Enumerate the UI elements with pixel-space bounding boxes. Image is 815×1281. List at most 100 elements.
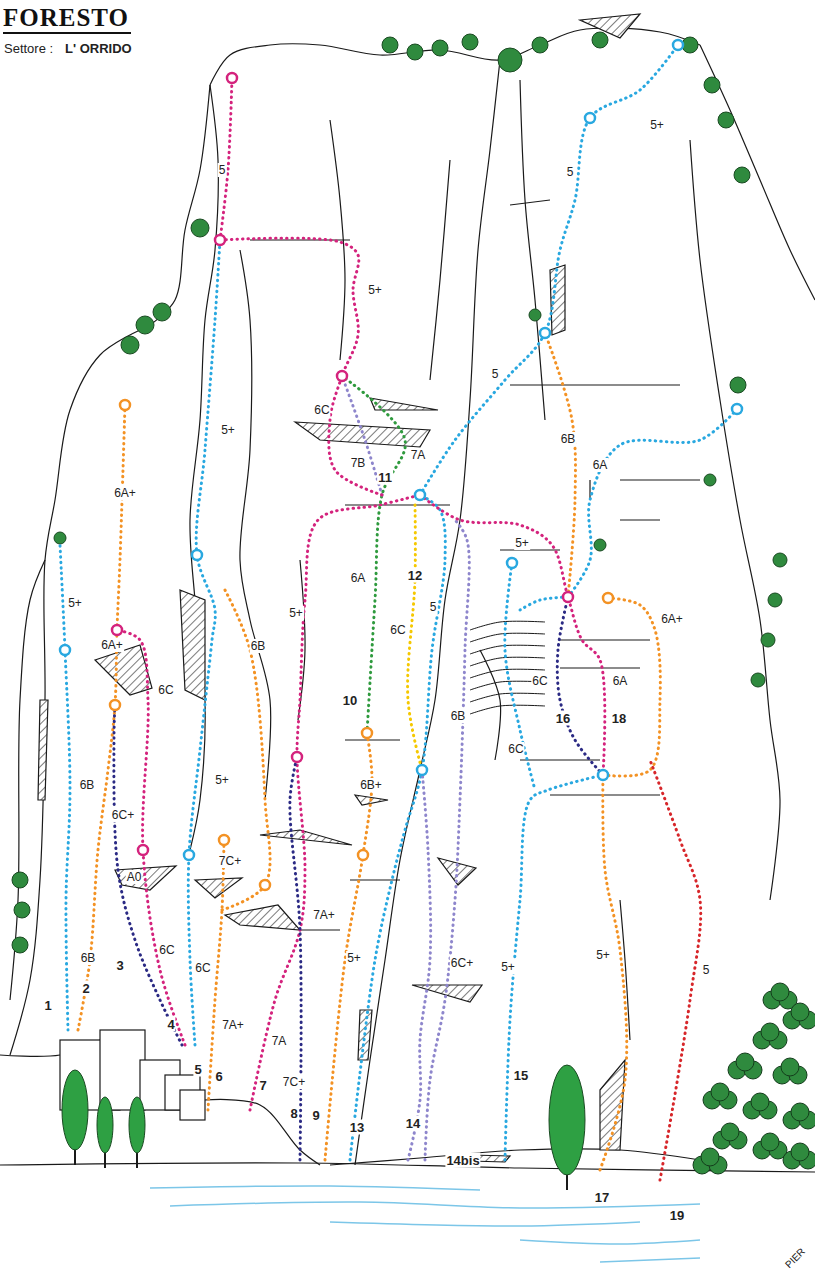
route-number: 6: [214, 1069, 223, 1084]
route-line: [557, 597, 603, 775]
sector-label: Settore :: [3, 41, 54, 56]
tree: [594, 539, 606, 551]
grade-label: 6A+: [660, 612, 684, 626]
slab-line: [470, 705, 545, 714]
tree: [498, 48, 522, 72]
grade-label: 6A+: [100, 638, 124, 652]
route-number: 5: [193, 1062, 202, 1077]
tree: [432, 40, 448, 56]
belay-station: [540, 328, 550, 338]
cliff-outline: [520, 80, 545, 420]
grade-label: 7A: [410, 448, 427, 462]
bush: [791, 1103, 809, 1121]
cliff-outline: [480, 650, 501, 760]
tree: [761, 633, 775, 647]
belay-station: [60, 645, 70, 655]
grade-label: 5+: [220, 423, 236, 437]
belay-station: [507, 558, 517, 568]
grade-label: 6C+: [450, 956, 474, 970]
tree: [382, 37, 398, 53]
grade-label: 5+: [595, 948, 611, 962]
bush: [736, 1053, 754, 1071]
bush: [771, 983, 789, 1001]
grade-label: 5+: [67, 596, 83, 610]
bush: [761, 1133, 779, 1151]
cliff-outline: [240, 250, 271, 800]
slab-line: [470, 645, 545, 654]
route-line: [220, 238, 382, 495]
route-line: [350, 495, 445, 1160]
ledge-line: [300, 929, 340, 930]
route-number: 18: [611, 711, 627, 726]
overhang-hatch: [95, 645, 152, 695]
river-line: [330, 1222, 640, 1226]
overhang-hatch: [295, 422, 430, 447]
route-line: [408, 505, 422, 770]
tree: [14, 902, 30, 918]
grade-label: A0: [126, 870, 143, 884]
belay-station: [362, 728, 372, 738]
route-line: [114, 705, 182, 1045]
grade-label: 6B: [450, 709, 467, 723]
route-line: [342, 376, 382, 495]
route-number: 14bis: [445, 1153, 480, 1168]
route-line: [188, 240, 220, 1045]
tree: [407, 44, 423, 60]
belay-station: [184, 850, 194, 860]
belay-station: [337, 371, 347, 381]
tree: [12, 872, 28, 888]
poplar-tree: [97, 1097, 113, 1168]
tree: [734, 167, 750, 183]
title: FORESTO: [3, 4, 131, 34]
route-line: [408, 770, 431, 1160]
grade-label: 6C: [194, 961, 211, 975]
belay-station: [415, 490, 425, 500]
grade-label: 6B+: [359, 778, 383, 792]
route-number: 2: [81, 981, 90, 996]
ledge-line: [589, 480, 590, 500]
grade-label: 6C: [389, 623, 406, 637]
route-number: 13: [349, 1120, 365, 1135]
cliff-outline: [150, 85, 210, 325]
belay-station: [112, 625, 122, 635]
tree-crown: [549, 1065, 585, 1175]
grade-label: 7C+: [282, 1075, 306, 1089]
river-line: [600, 1258, 700, 1262]
overhang-hatch: [38, 700, 48, 800]
ledge-line: [550, 794, 660, 795]
belay-station: [585, 113, 595, 123]
grade-label: 5+: [346, 951, 362, 965]
tree: [751, 673, 765, 687]
grade-label: 6C: [507, 742, 524, 756]
cliff-outline: [330, 1149, 700, 1165]
tree: [704, 474, 716, 486]
route-number: 12: [407, 568, 423, 583]
ledge-line: [620, 519, 660, 520]
bush: [751, 1093, 769, 1111]
signature: PIER: [782, 1245, 808, 1271]
bush: [721, 1123, 739, 1141]
grade-label: 5: [566, 165, 575, 179]
route-line: [600, 775, 627, 1170]
cliff-outline: [355, 60, 500, 1165]
route-number: 3: [115, 958, 124, 973]
route-line: [420, 495, 605, 775]
overhang-hatch: [180, 590, 205, 700]
grade-label: 5+: [500, 960, 516, 974]
bush: [711, 1083, 729, 1101]
route-line: [208, 840, 224, 1110]
cliff-outline: [690, 140, 780, 900]
grade-label: 7B: [350, 456, 367, 470]
grade-label: 5: [218, 163, 227, 177]
house: [180, 1090, 205, 1120]
grade-label: 6A: [350, 571, 367, 585]
belay-station: [215, 235, 225, 245]
belay-station: [192, 550, 202, 560]
bush: [761, 1023, 779, 1041]
route-number: 19: [669, 1208, 685, 1223]
route-number: 1: [43, 998, 52, 1013]
grade-label: 5: [429, 600, 438, 614]
grade-label: 6C: [313, 403, 330, 417]
grade-label: 5+: [288, 606, 304, 620]
route-number: 4: [166, 1017, 175, 1032]
